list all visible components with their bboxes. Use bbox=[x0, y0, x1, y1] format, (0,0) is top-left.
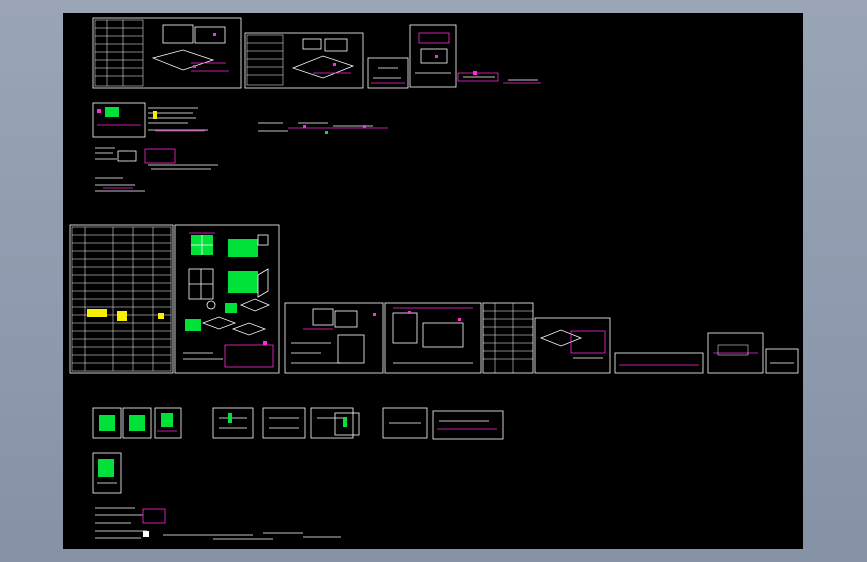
sheet-3-small-part bbox=[367, 57, 409, 89]
sheet-17-notes bbox=[95, 507, 341, 540]
sheet-16-small-green bbox=[92, 452, 122, 494]
sheet-15-detail-series bbox=[92, 407, 504, 440]
sheet-8-bom-table bbox=[69, 224, 174, 374]
sheet-1-part-table bbox=[92, 17, 242, 89]
sheet-7-small bbox=[95, 147, 218, 192]
sheet-14-strips bbox=[614, 332, 799, 374]
sheet-4-detail bbox=[409, 24, 457, 88]
drawing-sheets bbox=[69, 17, 799, 540]
sheet-4-annotations bbox=[457, 71, 541, 84]
sheet-6-dimension-line bbox=[258, 122, 388, 134]
sheet-11-side-elevation bbox=[384, 302, 482, 374]
sheet-12-parts-list bbox=[482, 302, 534, 374]
sheet-9-isometric-views bbox=[174, 224, 280, 374]
sheet-13-assembly-plan bbox=[534, 317, 611, 374]
sheet-10-front-elevation bbox=[284, 302, 384, 374]
sheet-2-assembly bbox=[244, 32, 364, 89]
sheet-5-component bbox=[92, 102, 208, 138]
cad-model-space[interactable] bbox=[63, 13, 803, 549]
